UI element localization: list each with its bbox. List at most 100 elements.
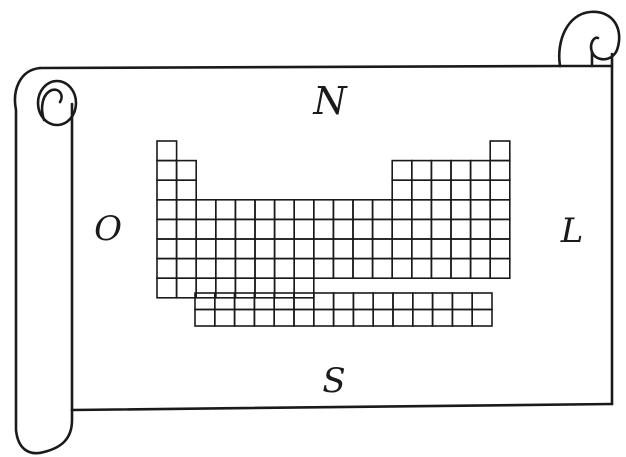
table-cell: [412, 200, 432, 220]
table-cell: [490, 141, 510, 161]
table-cell: [196, 259, 216, 279]
periodic-table: [157, 141, 510, 298]
table-cell: [431, 161, 451, 181]
table-cell: [373, 200, 393, 220]
table-cell: [157, 141, 177, 161]
f-block-cell: [393, 293, 413, 310]
table-cell: [196, 278, 216, 298]
f-block-cell: [215, 310, 235, 327]
table-cell: [216, 239, 236, 259]
table-cell: [392, 161, 412, 181]
table-cell: [157, 161, 177, 181]
label-right: L: [560, 211, 584, 251]
f-block-cell: [472, 293, 492, 310]
table-cell: [157, 259, 177, 279]
table-cell: [294, 278, 314, 298]
table-cell: [333, 200, 353, 220]
table-cell: [216, 278, 236, 298]
f-block-cell: [195, 310, 215, 327]
table-cell: [471, 259, 491, 279]
table-cell: [431, 239, 451, 259]
label-top: N: [312, 79, 348, 123]
table-cell: [275, 219, 295, 239]
table-cell: [196, 219, 216, 239]
f-block-cell: [294, 293, 314, 310]
f-block-cell: [353, 310, 373, 327]
f-block-cell: [452, 310, 472, 327]
table-cell: [177, 200, 197, 220]
table-cell: [216, 200, 236, 220]
f-block-cell: [274, 293, 294, 310]
table-cell: [294, 259, 314, 279]
f-block-cell: [294, 310, 314, 327]
table-cell: [392, 239, 412, 259]
table-cell: [412, 259, 432, 279]
table-cell: [255, 219, 275, 239]
table-cell: [490, 200, 510, 220]
table-cell: [373, 219, 393, 239]
table-cell: [471, 219, 491, 239]
scroll-left-roll-outer: [15, 68, 72, 453]
table-cell: [177, 219, 197, 239]
table-cell: [157, 219, 177, 239]
table-cell: [451, 161, 471, 181]
f-block-cell: [393, 310, 413, 327]
f-block-cell: [254, 310, 274, 327]
table-cell: [157, 180, 177, 200]
table-cell: [255, 278, 275, 298]
f-block-cell: [314, 310, 334, 327]
f-block-cell: [235, 310, 255, 327]
table-cell: [333, 259, 353, 279]
table-cell: [235, 259, 255, 279]
table-cell: [216, 219, 236, 239]
f-block-cell: [373, 310, 393, 327]
table-cell: [353, 219, 373, 239]
table-cell: [177, 180, 197, 200]
table-cell: [196, 239, 216, 259]
table-cell: [392, 219, 412, 239]
table-cell: [353, 200, 373, 220]
table-cell: [314, 259, 334, 279]
table-cell: [353, 239, 373, 259]
table-cell: [451, 180, 471, 200]
table-cell: [314, 200, 334, 220]
f-block-cell: [472, 310, 492, 327]
f-block-cell: [274, 310, 294, 327]
table-cell: [392, 200, 412, 220]
table-cell: [373, 239, 393, 259]
f-block-cell: [433, 293, 453, 310]
table-cell: [412, 219, 432, 239]
table-cell: [471, 239, 491, 259]
table-cell: [275, 259, 295, 279]
f-block-cell: [314, 293, 334, 310]
table-cell: [451, 259, 471, 279]
table-cell: [333, 219, 353, 239]
table-cell: [157, 239, 177, 259]
table-cell: [157, 278, 177, 298]
f-block-cell: [433, 310, 453, 327]
table-cell: [412, 239, 432, 259]
table-cell: [275, 239, 295, 259]
table-cell: [490, 161, 510, 181]
table-cell: [177, 161, 197, 181]
f-block-cell: [452, 293, 472, 310]
table-cell: [490, 239, 510, 259]
table-cell: [275, 278, 295, 298]
table-cell: [431, 219, 451, 239]
table-cell: [490, 180, 510, 200]
f-block-cell: [334, 293, 354, 310]
table-cell: [216, 259, 236, 279]
f-block-cell: [254, 293, 274, 310]
table-cell: [471, 180, 491, 200]
table-cell: [490, 259, 510, 279]
table-cell: [431, 200, 451, 220]
table-cell: [196, 200, 216, 220]
scroll-right-curl: [559, 12, 619, 66]
f-block-cell: [413, 310, 433, 327]
table-cell: [412, 161, 432, 181]
table-cell: [275, 200, 295, 220]
table-cell: [451, 239, 471, 259]
f-block-cell: [373, 293, 393, 310]
scroll-top-edge: [40, 66, 560, 68]
